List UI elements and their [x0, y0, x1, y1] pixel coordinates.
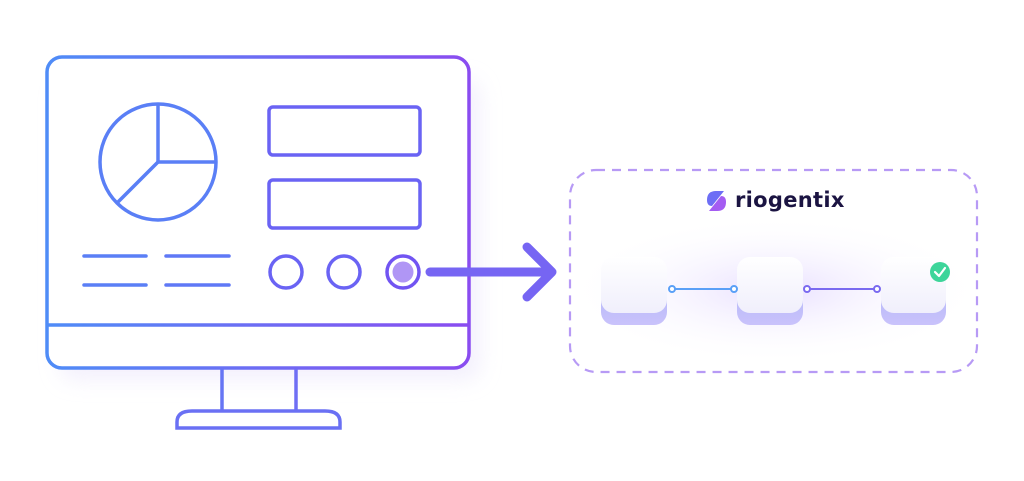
pipeline-node[interactable]: [737, 257, 803, 325]
pipeline-node[interactable]: [601, 257, 667, 325]
option-circle[interactable]: [268, 254, 304, 290]
pie-chart-icon: [98, 102, 218, 222]
riogentix-logo-icon: [707, 191, 726, 211]
content-block: [267, 105, 422, 157]
option-circle[interactable]: [326, 254, 362, 290]
stand-base: [175, 409, 342, 430]
arrow-right-icon: [425, 242, 557, 302]
check-badge-icon: [930, 262, 950, 282]
text-lines: [82, 254, 231, 287]
pipeline-container: [568, 168, 979, 374]
connector: [668, 285, 738, 293]
brand-name: riogentix: [735, 188, 845, 212]
content-block: [267, 178, 422, 230]
connector: [803, 285, 881, 293]
pipeline-node-completed[interactable]: [881, 257, 946, 325]
monitor: [45, 55, 480, 430]
